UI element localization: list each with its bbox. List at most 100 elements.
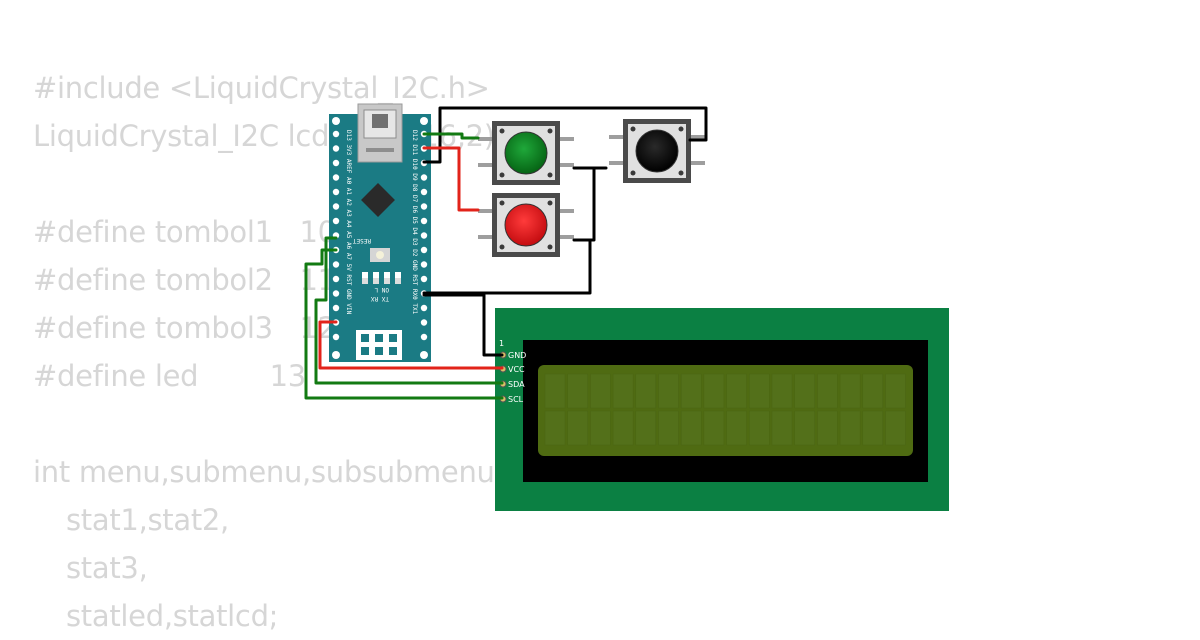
nano-leds bbox=[362, 272, 401, 284]
wire-button-ground-1 bbox=[572, 166, 596, 242]
nano-pin bbox=[332, 145, 340, 152]
pushbutton-red[interactable] bbox=[478, 193, 574, 257]
usb-connector bbox=[357, 103, 403, 163]
lcd-char-cell bbox=[862, 410, 884, 446]
lcd-char-cell bbox=[680, 373, 702, 409]
nano-pin bbox=[332, 304, 340, 312]
pushbutton-black[interactable] bbox=[609, 119, 705, 183]
nano-mount-hole bbox=[420, 117, 428, 125]
nano-pin bbox=[332, 130, 340, 138]
lcd-char-cell bbox=[703, 410, 725, 446]
nano-mount-hole bbox=[332, 351, 340, 359]
nano-pin bbox=[332, 203, 340, 210]
icsp-pin bbox=[389, 347, 397, 355]
lcd-char-cell bbox=[885, 373, 906, 409]
nano-pin bbox=[332, 290, 340, 297]
wire-d10-red-button bbox=[422, 146, 480, 212]
lcd-char-cell bbox=[794, 410, 815, 446]
nano-pin bbox=[420, 246, 428, 254]
nano-pin bbox=[332, 333, 340, 341]
code-line: #define led 13 bbox=[33, 359, 306, 393]
lcd-char-cell bbox=[658, 373, 679, 409]
lcd-char-cell bbox=[771, 373, 793, 409]
wire-gnd-buttons bbox=[422, 238, 592, 295]
nano-pin bbox=[332, 217, 340, 225]
txrx-label: TX RX bbox=[371, 295, 389, 302]
button-leg bbox=[478, 209, 492, 213]
button-screw bbox=[678, 126, 684, 132]
lcd-char-cell bbox=[658, 410, 679, 446]
lcd-char-cell bbox=[839, 373, 861, 409]
lcd-char-cell bbox=[590, 373, 611, 409]
lcd-char-cell bbox=[726, 373, 747, 409]
code-line: stat1,stat2, bbox=[66, 503, 229, 537]
button-screw bbox=[499, 172, 505, 178]
button-leg bbox=[560, 209, 574, 213]
button-screw bbox=[547, 172, 553, 178]
nano-mount-hole bbox=[332, 117, 340, 125]
lcd-char-grid bbox=[544, 373, 906, 446]
nano-pin bbox=[332, 275, 340, 283]
lcd-char-cell bbox=[771, 410, 793, 446]
lcd-char-cell bbox=[544, 373, 566, 409]
button-leg bbox=[609, 161, 623, 165]
button-cap bbox=[504, 131, 548, 175]
code-line: #include <LiquidCrystal_I2C.h> bbox=[33, 71, 490, 105]
icsp-pin bbox=[375, 347, 383, 355]
button-cap bbox=[504, 203, 548, 247]
button-screw bbox=[499, 244, 505, 250]
lcd-char-cell bbox=[749, 410, 770, 446]
lcd-char-cell bbox=[817, 373, 838, 409]
code-line: stat3, bbox=[66, 551, 148, 585]
left-pin-labels: D13 3V3 AREF A0 A1 A2 A3 A4 A5 A6 A7 5V … bbox=[345, 130, 352, 315]
lcd-char-cell bbox=[726, 410, 747, 446]
button-leg bbox=[609, 135, 623, 139]
lcd-char-cell bbox=[590, 410, 611, 446]
icsp-pin bbox=[361, 334, 369, 342]
lcd-char-cell bbox=[703, 373, 725, 409]
wire-a4-lcd-sda bbox=[314, 236, 504, 385]
button-screw bbox=[678, 170, 684, 176]
pushbutton-green[interactable] bbox=[478, 121, 574, 185]
wire-d12-black-button bbox=[422, 106, 708, 164]
button-cap bbox=[635, 129, 679, 173]
wires bbox=[304, 106, 708, 400]
lcd-char-cell bbox=[612, 410, 634, 446]
icsp-pin bbox=[389, 334, 397, 342]
nano-pin bbox=[332, 174, 340, 181]
icsp-pin bbox=[361, 347, 369, 355]
lcd-char-cell bbox=[567, 410, 588, 446]
lcd-pin-label: VCC bbox=[508, 365, 525, 374]
nano-pin bbox=[420, 304, 428, 312]
lcd-char-cell bbox=[794, 373, 815, 409]
nano-pin bbox=[420, 333, 428, 341]
nano-pin bbox=[332, 188, 340, 196]
button-leg bbox=[560, 235, 574, 239]
reset-button[interactable] bbox=[370, 248, 390, 262]
button-leg bbox=[691, 135, 705, 139]
nano-pin bbox=[420, 275, 428, 283]
led-labels: ON L bbox=[374, 286, 389, 293]
lcd-pin-label: GND bbox=[508, 351, 526, 360]
icsp-pin bbox=[375, 334, 383, 342]
lcd-char-cell bbox=[885, 410, 906, 446]
reset-label: RESET bbox=[353, 237, 371, 244]
nano-pin bbox=[332, 261, 340, 268]
lcd-char-cell bbox=[839, 410, 861, 446]
button-screw bbox=[499, 128, 505, 134]
wire-gnd-lcd bbox=[422, 293, 504, 357]
button-screw bbox=[547, 244, 553, 250]
nano-pin bbox=[332, 159, 340, 167]
arduino-nano: RESET ON L TX RX D12 D11 D10 D9 D8 D7 D6… bbox=[329, 103, 431, 362]
lcd-char-cell bbox=[862, 373, 884, 409]
lcd-pin-label: SDA bbox=[508, 380, 525, 389]
lcd-char-cell bbox=[749, 373, 770, 409]
code-line: statled,statlcd; bbox=[66, 599, 279, 633]
right-pin-labels: D12 D11 D10 D9 D8 D7 D6 D5 D4 D3 D2 GND … bbox=[411, 130, 418, 315]
nano-pin bbox=[420, 203, 428, 210]
lcd-char-cell bbox=[567, 373, 588, 409]
button-screw bbox=[630, 170, 636, 176]
nano-pin bbox=[420, 217, 428, 225]
